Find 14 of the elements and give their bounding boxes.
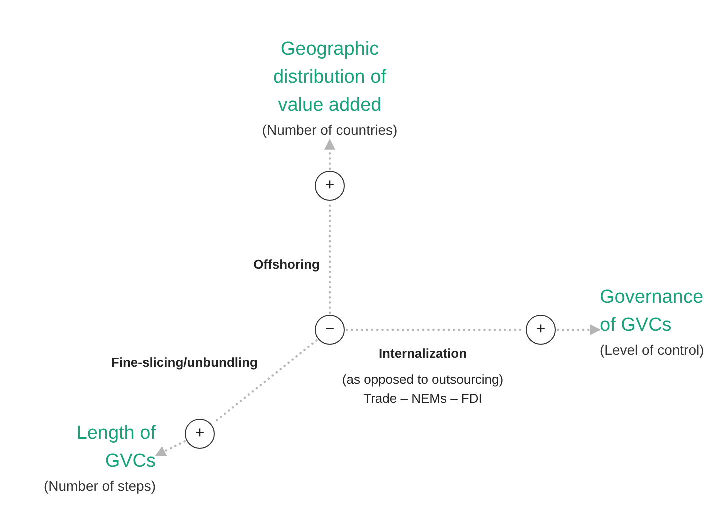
dotted-arrow [556, 324, 602, 336]
edge-label: Internalization [378, 345, 468, 363]
dotted-arrow [324, 138, 336, 170]
axis-title: Governance of GVCs [600, 286, 705, 338]
edge-label: Fine-slicing/unbundling [110, 354, 258, 372]
axis-subtitle: (Number of steps) [44, 477, 156, 496]
note-text: Trade – NEMs – FDI [362, 390, 484, 408]
dotted-arrow [154, 440, 186, 458]
note-text: (as opposed to outsourcing) [341, 371, 505, 389]
axis-title: Length of GVCs [76, 422, 156, 474]
axis-title: Geographic distribution of value added [272, 38, 388, 118]
axis-subtitle: (Level of control) [600, 341, 704, 360]
edge-label: Offshoring [252, 256, 320, 274]
axis-subtitle: (Number of countries) [262, 121, 398, 140]
